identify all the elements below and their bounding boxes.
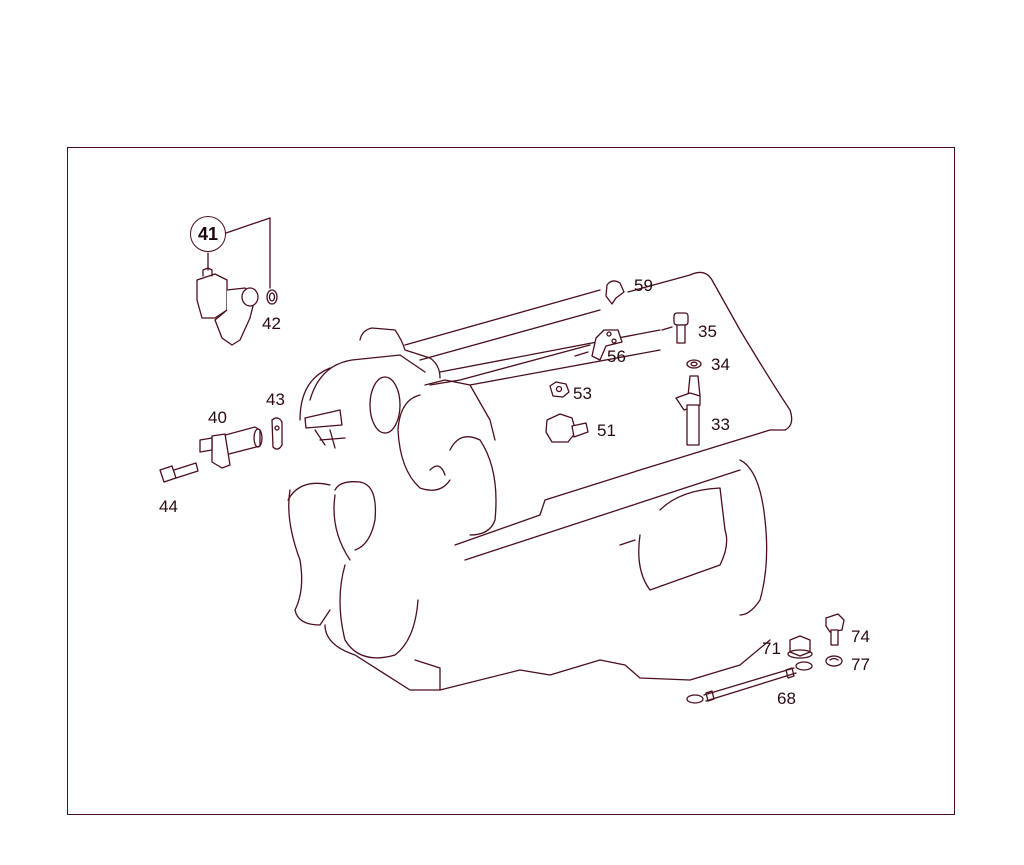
callout-68: 68 (777, 689, 796, 708)
callout-56: 56 (607, 347, 626, 366)
callout-34: 34 (711, 355, 730, 374)
part-53-nut (549, 381, 570, 398)
callout-74: 74 (851, 627, 870, 646)
part-33-sensor (675, 375, 701, 446)
callout-71: 71 (762, 639, 781, 658)
part-56-bracket (574, 329, 623, 361)
callout-35: 35 (698, 322, 717, 341)
part-71-nut (787, 635, 813, 659)
engine-block (287, 271, 793, 691)
callout-33: 33 (711, 415, 730, 434)
diagram-frame (67, 147, 955, 815)
part-74-bolt (825, 613, 845, 646)
callout-40: 40 (208, 408, 227, 427)
part-35-bolt (661, 312, 689, 344)
part-42-sealing-ring (266, 289, 278, 305)
part-59-clip (605, 280, 625, 305)
part-44-bolt (159, 462, 199, 483)
part-51-knock-sensor (545, 413, 589, 443)
callout-51: 51 (597, 421, 616, 440)
part-77-spring-washer (825, 655, 843, 667)
callout-53: 53 (573, 384, 592, 403)
callout-77: 77 (851, 655, 870, 674)
callout-59: 59 (634, 276, 653, 295)
callout-43: 43 (266, 390, 285, 409)
part-68-ground-strap (686, 661, 813, 704)
callout-41: 41 (190, 216, 226, 252)
part-43-gasket (271, 417, 283, 450)
callout-42: 42 (262, 314, 281, 333)
part-40-crank-sensor (199, 426, 263, 469)
part-34-washer (686, 359, 702, 369)
callout-44: 44 (159, 497, 178, 516)
part-41-camshaft-sensor (196, 217, 271, 346)
